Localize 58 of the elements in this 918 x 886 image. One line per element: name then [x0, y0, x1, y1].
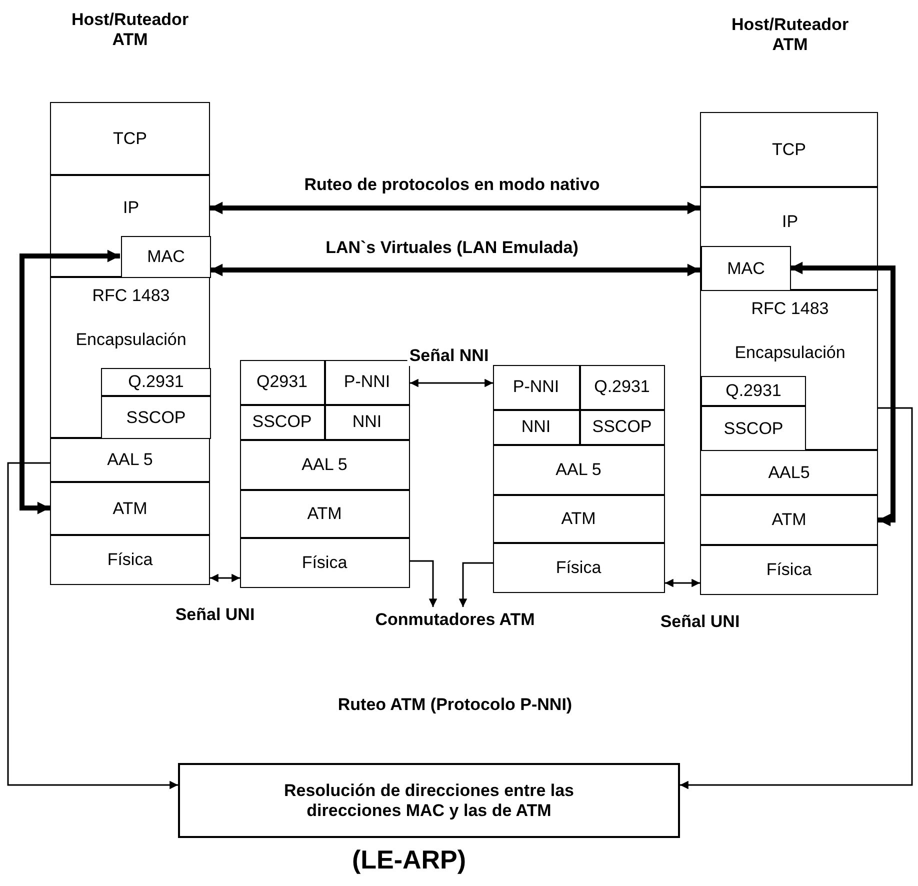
double-arrow	[210, 202, 700, 214]
protocol-layer: NNI	[324, 404, 410, 440]
stack-heading: Host/Ruteador ATM	[730, 15, 850, 55]
protocol-layer: ATM	[50, 482, 210, 535]
protocol-layer: SSCOP	[580, 410, 664, 444]
protocol-layer: TCP	[50, 102, 210, 175]
protocol-layer: Q.2931	[701, 376, 806, 406]
protocol-layer	[50, 277, 210, 438]
protocol-layer: AAL5	[700, 450, 878, 495]
protocol-layer: P-NNI	[492, 364, 580, 410]
double-arrow	[20, 250, 120, 514]
node-caption: (LE-ARP)	[352, 844, 466, 876]
double-arrow	[210, 574, 240, 582]
protocol-layer: Física	[50, 535, 210, 585]
edge-label: LAN`s Virtuales (LAN Emulada)	[324, 238, 580, 258]
protocol-layer: Q.2931	[580, 364, 664, 410]
arrow	[410, 560, 438, 607]
protocol-layer: ATM	[700, 495, 878, 545]
host-stack	[50, 10, 210, 585]
protocol-layer: AAL 5	[492, 444, 664, 494]
arrow	[458, 562, 493, 607]
protocol-layer: Física	[700, 545, 878, 595]
process-box: Resolución de direcciones entre las direcciones MAC y las de ATM	[178, 763, 680, 838]
note-text: Ruteo ATM (Protocolo P-NNI)	[338, 695, 572, 715]
layer-text: RFC 1483	[91, 286, 171, 306]
protocol-layer: AAL 5	[50, 438, 210, 482]
node-label: Conmutadores ATM	[335, 607, 575, 633]
protocol-layer: ATM	[240, 490, 410, 538]
layer-text: IP	[780, 212, 800, 232]
protocol-layer: AAL 5	[240, 440, 410, 490]
protocol-layer: P-NNI	[324, 360, 410, 404]
layer-text: Encapsulación	[734, 343, 846, 363]
protocol-layer: SSCOP	[240, 404, 324, 440]
edge-label: Señal NNI	[407, 346, 491, 366]
protocol-layer: TCP	[700, 112, 878, 187]
protocol-layer: SSCOP	[101, 396, 211, 439]
protocol-layer: Q.2931	[101, 368, 211, 396]
host-stack	[700, 15, 878, 595]
arrow	[7, 462, 178, 790]
double-arrow	[790, 262, 896, 526]
arrow	[680, 407, 913, 790]
protocol-layer	[700, 290, 878, 450]
protocol-layer: MAC	[701, 246, 791, 291]
double-arrow	[665, 578, 700, 588]
protocol-layer: MAC	[121, 236, 211, 278]
layer-text: IP	[122, 198, 140, 218]
protocol-layer	[50, 175, 210, 277]
edge-label: Ruteo de protocolos en modo nativo	[302, 175, 602, 195]
protocol-layer: ATM	[492, 494, 664, 542]
protocol-layer: NNI	[492, 410, 580, 444]
double-arrow	[410, 378, 493, 388]
double-arrow	[210, 264, 700, 276]
layer-text: RFC 1483	[750, 299, 830, 319]
protocol-layer: SSCOP	[701, 406, 806, 451]
stack-heading: Host/Ruteador ATM	[70, 10, 190, 50]
protocol-layer: Q2931	[240, 360, 324, 404]
layer-text: Encapsulación	[74, 330, 188, 350]
protocol-layer	[700, 187, 878, 290]
